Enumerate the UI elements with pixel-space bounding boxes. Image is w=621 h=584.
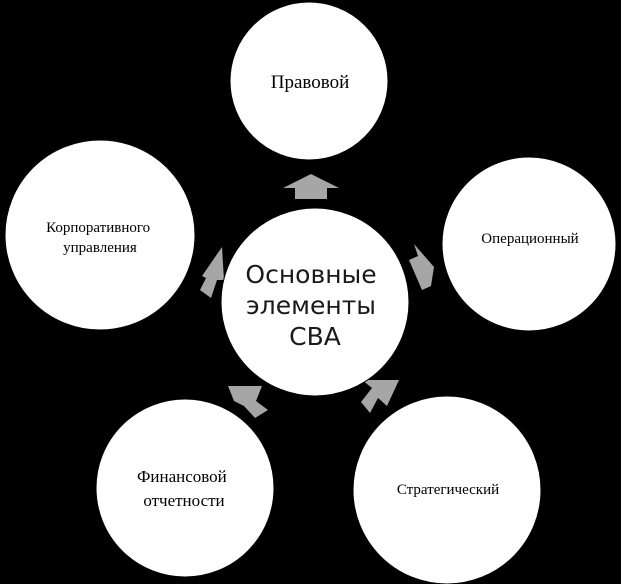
arrow-to-operatsionny xyxy=(409,244,434,290)
node-korporativnogo-line-2: управления xyxy=(63,240,137,256)
node-center: Основные элементы СВА xyxy=(220,207,410,397)
node-center-line-3: СВА xyxy=(289,322,341,351)
node-strategicheskiy-line-1: Стратегический xyxy=(397,482,499,498)
arrow-to-strategicheskiy xyxy=(361,380,399,413)
node-operatsionny-label: Операционный xyxy=(481,231,578,247)
node-center-line-2: элементы xyxy=(246,291,376,320)
node-finansovoy-label: Финансовой отчетности xyxy=(137,467,231,510)
node-strategicheskiy: Стратегический xyxy=(352,395,542,584)
node-strategicheskiy-label: Стратегический xyxy=(397,482,499,498)
node-korporativnogo-line-1: Корпоративного xyxy=(46,220,150,236)
node-finansovoy: Финансовой отчетности xyxy=(95,398,275,578)
node-pravovoy: Правовой xyxy=(229,1,389,161)
arrow-to-finansovoy xyxy=(228,386,268,418)
node-pravovoy-line-1: Правовой xyxy=(271,72,350,93)
node-korporativnogo-label: Корпоративного управления xyxy=(46,220,154,256)
node-finansovoy-line-2: отчетности xyxy=(143,491,224,510)
node-operatsionny: Операционный xyxy=(441,156,617,332)
arrow-to-korporativnogo xyxy=(200,247,224,298)
node-korporativnogo: Корпоративного управления xyxy=(4,139,196,331)
node-operatsionny-line-1: Операционный xyxy=(481,231,578,247)
arrow-to-pravovoy xyxy=(283,174,339,199)
node-finansovoy-line-1: Финансовой xyxy=(137,467,227,486)
node-pravovoy-label: Правовой xyxy=(271,72,350,93)
node-center-line-1: Основные xyxy=(245,260,376,289)
node-center-label: Основные элементы СВА xyxy=(245,260,384,351)
